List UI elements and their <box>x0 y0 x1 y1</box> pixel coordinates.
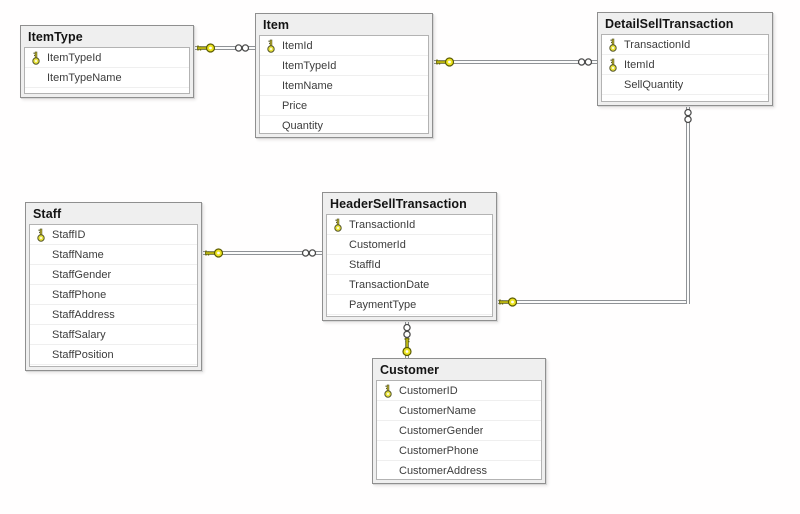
column-name: TransactionDate <box>349 278 430 291</box>
table-itemtype[interactable]: ItemType ItemTypeId ItemTypeName <box>20 25 194 98</box>
column-name: StaffID <box>52 228 86 241</box>
column-name: StaffPhone <box>52 288 107 301</box>
relationship-line-staff-header[interactable] <box>201 251 322 255</box>
table-row[interactable]: ItemId <box>260 36 428 56</box>
table-title[interactable]: Item <box>263 18 290 32</box>
infinity-end-icon <box>402 323 412 339</box>
table-row[interactable]: SellQuantity <box>602 75 768 95</box>
infinity-end-icon <box>577 57 593 67</box>
table-title[interactable]: HeaderSellTransaction <box>330 197 467 211</box>
column-name: Price <box>282 99 308 112</box>
table-columns: CustomerID CustomerName CustomerGender C… <box>376 380 542 480</box>
table-row[interactable]: Quantity <box>260 116 428 133</box>
relationship-line-header-detail-v[interactable] <box>686 106 690 304</box>
column-name: StaffPosition <box>52 348 114 361</box>
table-row[interactable]: StaffGender <box>30 265 197 285</box>
column-name: ItemTypeId <box>47 51 102 64</box>
primary-key-icon <box>602 38 624 52</box>
table-headerselltransaction[interactable]: HeaderSellTransaction TransactionId Cust… <box>322 192 497 321</box>
table-row[interactable]: TransactionDate <box>327 275 492 295</box>
table-row[interactable]: ItemName <box>260 76 428 96</box>
table-columns: ItemId ItemTypeId ItemName Price Quantit… <box>259 35 429 134</box>
table-row[interactable]: ItemId <box>602 55 768 75</box>
primary-key-icon <box>260 39 282 53</box>
column-name: ItemId <box>282 39 313 52</box>
column-name: StaffId <box>349 258 381 271</box>
column-name: StaffSalary <box>52 328 106 341</box>
table-columns: TransactionId CustomerId StaffId Transac… <box>326 214 493 317</box>
relationship-line-header-detail-h[interactable] <box>496 300 690 304</box>
key-end-icon <box>498 296 518 308</box>
table-row[interactable]: StaffPhone <box>30 285 197 305</box>
column-name: PaymentType <box>349 298 417 311</box>
column-name: StaffName <box>52 248 104 261</box>
table-columns: ItemTypeId ItemTypeName <box>24 47 190 94</box>
key-end-icon <box>401 337 413 357</box>
column-name: TransactionId <box>349 218 416 231</box>
table-row[interactable]: StaffSalary <box>30 325 197 345</box>
table-row[interactable]: StaffAddress <box>30 305 197 325</box>
table-row[interactable]: PaymentType <box>327 295 492 315</box>
table-staff[interactable]: Staff StaffID StaffName StaffGender Staf… <box>25 202 202 371</box>
column-name: CustomerID <box>399 384 458 397</box>
table-row[interactable]: StaffId <box>327 255 492 275</box>
primary-key-icon <box>602 58 624 72</box>
table-row[interactable]: CustomerPhone <box>377 441 541 461</box>
table-title[interactable]: DetailSellTransaction <box>605 17 734 31</box>
table-columns: StaffID StaffName StaffGender StaffPhone… <box>29 224 198 367</box>
table-detailselltransaction[interactable]: DetailSellTransaction TransactionId Item… <box>597 12 773 106</box>
table-row[interactable]: ItemTypeName <box>25 68 189 88</box>
column-name: ItemId <box>624 58 655 71</box>
table-title[interactable]: Customer <box>380 363 440 377</box>
column-name: SellQuantity <box>624 78 684 91</box>
column-name: CustomerGender <box>399 424 484 437</box>
table-row[interactable]: TransactionId <box>602 35 768 55</box>
table-row[interactable]: StaffID <box>30 225 197 245</box>
table-item[interactable]: Item ItemId ItemTypeId ItemName Price Qu… <box>255 13 433 138</box>
column-name: StaffGender <box>52 268 112 281</box>
column-name: CustomerName <box>399 404 477 417</box>
column-name: CustomerId <box>349 238 406 251</box>
table-title[interactable]: Staff <box>33 207 62 221</box>
column-name: Quantity <box>282 119 323 132</box>
column-name: CustomerPhone <box>399 444 479 457</box>
relationship-line-itemtype-item[interactable] <box>194 46 255 50</box>
table-customer[interactable]: Customer CustomerID CustomerName Custome… <box>372 358 546 484</box>
table-row[interactable]: Price <box>260 96 428 116</box>
relationship-line-item-detail[interactable] <box>432 60 598 64</box>
table-row[interactable]: CustomerId <box>327 235 492 255</box>
infinity-end-icon <box>234 43 250 53</box>
column-name: TransactionId <box>624 38 691 51</box>
column-name: CustomerAddress <box>399 464 488 477</box>
table-row[interactable]: ItemTypeId <box>260 56 428 76</box>
primary-key-icon <box>377 384 399 398</box>
key-end-icon <box>196 42 216 54</box>
table-row[interactable]: CustomerAddress <box>377 461 541 479</box>
infinity-end-icon <box>683 108 693 124</box>
table-row[interactable]: CustomerGender <box>377 421 541 441</box>
column-name: StaffAddress <box>52 308 115 321</box>
primary-key-icon <box>327 218 349 232</box>
table-row[interactable]: CustomerID <box>377 381 541 401</box>
table-row[interactable]: StaffName <box>30 245 197 265</box>
column-name: ItemTypeId <box>282 59 337 72</box>
primary-key-icon <box>25 51 47 65</box>
table-row[interactable]: StaffPosition <box>30 345 197 365</box>
table-row[interactable]: CustomerName <box>377 401 541 421</box>
table-columns: TransactionId ItemId SellQuantity <box>601 34 769 102</box>
column-name: ItemTypeName <box>47 71 122 84</box>
table-title[interactable]: ItemType <box>28 30 83 44</box>
table-row[interactable]: TransactionId <box>327 215 492 235</box>
primary-key-icon <box>30 228 52 242</box>
infinity-end-icon <box>301 248 317 258</box>
key-end-icon <box>204 247 224 259</box>
table-row[interactable]: ItemTypeId <box>25 48 189 68</box>
column-name: ItemName <box>282 79 333 92</box>
key-end-icon <box>435 56 455 68</box>
